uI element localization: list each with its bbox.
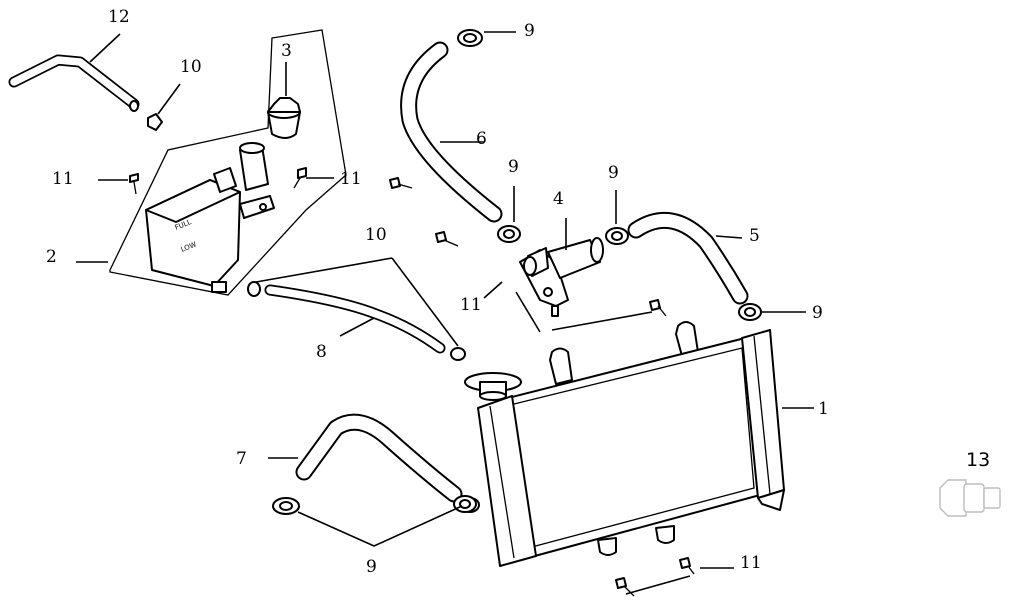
thermostat-housing xyxy=(519,237,604,317)
callout-12: 12 xyxy=(108,7,130,27)
reservoir-tank: FULL LOW xyxy=(145,142,275,293)
clamp-left xyxy=(497,225,521,243)
small-clamp-mid xyxy=(450,347,466,361)
callout-13: 13 xyxy=(966,449,990,471)
callout-11-center: 11 xyxy=(460,295,482,315)
overflow-hose xyxy=(8,54,140,112)
leader-lines xyxy=(76,31,814,595)
clamp-mid xyxy=(605,227,629,245)
small-clamp-left xyxy=(247,281,261,297)
reservoir-tank-group: FULL LOW xyxy=(109,29,347,296)
callout-10-mid: 10 xyxy=(365,225,387,245)
callout-2: 2 xyxy=(46,247,57,267)
callout-3: 3 xyxy=(281,41,292,61)
clamp-top xyxy=(457,29,483,47)
callout-11-bottom: 11 xyxy=(740,553,762,573)
clamp-right xyxy=(738,303,762,321)
upper-hose xyxy=(400,41,503,223)
clamp-bottom-left xyxy=(272,497,300,515)
callout-4: 4 xyxy=(553,189,564,209)
callout-7: 7 xyxy=(236,449,247,469)
callout-9-bottom: 9 xyxy=(366,557,377,577)
callout-8: 8 xyxy=(316,342,327,362)
callout-11-left: 11 xyxy=(52,169,74,189)
lower-hose xyxy=(295,413,463,503)
radiator xyxy=(460,305,785,567)
reservoir-cap xyxy=(267,97,301,139)
callout-6: 6 xyxy=(476,129,487,149)
right-hose xyxy=(627,211,749,305)
bypass-hose xyxy=(264,284,446,354)
bolts xyxy=(129,167,695,597)
callout-9-left: 9 xyxy=(508,157,519,177)
callout-labels: 1 2 3 4 5 6 7 8 9 9 9 9 9 10 10 11 11 11… xyxy=(46,7,990,577)
callout-5: 5 xyxy=(749,226,760,246)
callout-1: 1 xyxy=(818,399,829,419)
callout-9-top: 9 xyxy=(524,21,535,41)
callout-10-top: 10 xyxy=(180,57,202,77)
callout-9-right: 9 xyxy=(812,303,823,323)
callout-11-tank: 11 xyxy=(340,169,362,189)
small-clamp-top xyxy=(147,113,163,131)
callout-9-mid: 9 xyxy=(608,163,619,183)
index-thumbnail xyxy=(939,479,1001,517)
clamp-bottom-right xyxy=(453,495,477,513)
